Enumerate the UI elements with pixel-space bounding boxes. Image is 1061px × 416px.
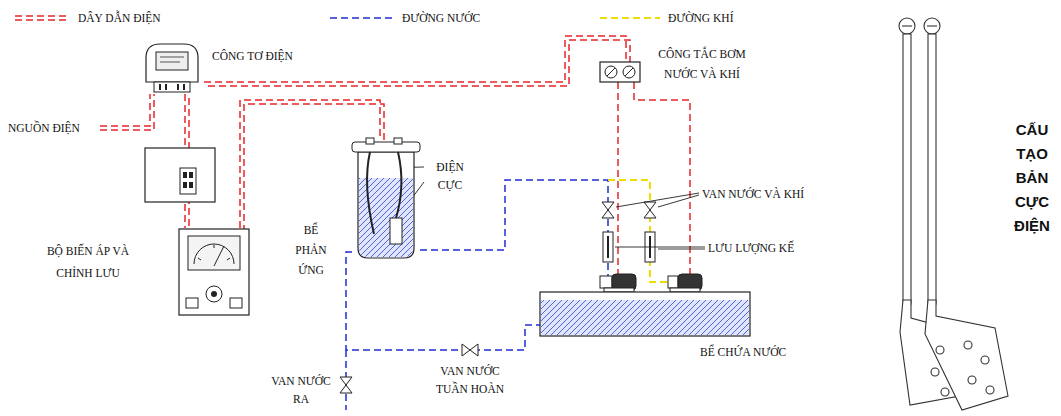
transformer-box — [145, 148, 215, 202]
legend-entry: ĐƯỜNG KHÍ — [668, 9, 733, 27]
component-drawing — [352, 138, 420, 260]
component-label: CÔNG TẮC BƠM NƯỚC VÀ KHÍ — [650, 44, 754, 84]
legend-entry: ĐƯỜNG NƯỚC — [402, 9, 480, 27]
component-node: BỂ CHỨA NƯỚC — [540, 292, 750, 336]
part-label: VAN NƯỚC VÀ KHÍ — [702, 185, 822, 203]
component-label: CÔNG TƠ ĐIỆN — [212, 46, 322, 66]
figure-title: CẤU TẠO BẢN CỰC ĐIỆN — [1008, 118, 1056, 238]
legend-text: ĐƯỜNG KHÍ — [668, 12, 733, 24]
pipe-or-wire — [204, 36, 630, 86]
leader-line — [380, 167, 705, 249]
pump — [600, 274, 702, 292]
part-label: LƯU LƯỢNG KẾ — [708, 239, 818, 257]
component-node: BỂ PHẢN ỨNG — [352, 138, 420, 260]
component-label: BỘ BIẾN ÁP VÀ CHỈNH LƯU — [36, 240, 140, 284]
part-label: ĐIỆN CỰC — [428, 158, 472, 194]
component-drawing — [178, 228, 250, 316]
component-node: CÔNG TƠ ĐIỆN — [140, 42, 204, 94]
component-label: BỂ CHỨA NƯỚC — [700, 342, 810, 362]
air-line — [608, 180, 668, 282]
component-drawing — [600, 62, 640, 82]
legend-text: DÂY DẪN ĐIỆN — [78, 12, 161, 24]
component-node: CÔNG TẮC BƠM NƯỚC VÀ KHÍ — [600, 62, 640, 82]
component-label: BỂ PHẢN ỨNG — [288, 220, 334, 280]
part-label: VAN NƯỚC RA — [270, 372, 332, 408]
component-node: BỘ BIẾN ÁP VÀ CHỈNH LƯU — [178, 228, 250, 316]
component-drawing — [140, 42, 204, 94]
electrode-plate — [899, 18, 1008, 410]
legend-text: ĐƯỜNG NƯỚC — [402, 12, 480, 24]
legend-entry: DÂY DẪN ĐIỆN — [78, 9, 161, 27]
part-label: NGUỒN ĐIỆN — [8, 119, 100, 137]
pump-wire — [618, 82, 690, 274]
component-drawing — [540, 292, 750, 336]
power-wire — [100, 94, 154, 130]
pipe-or-wire — [420, 180, 608, 292]
pipe-or-wire — [346, 252, 540, 350]
part-label: VAN NƯỚC TUẦN HOÀN — [428, 362, 512, 398]
